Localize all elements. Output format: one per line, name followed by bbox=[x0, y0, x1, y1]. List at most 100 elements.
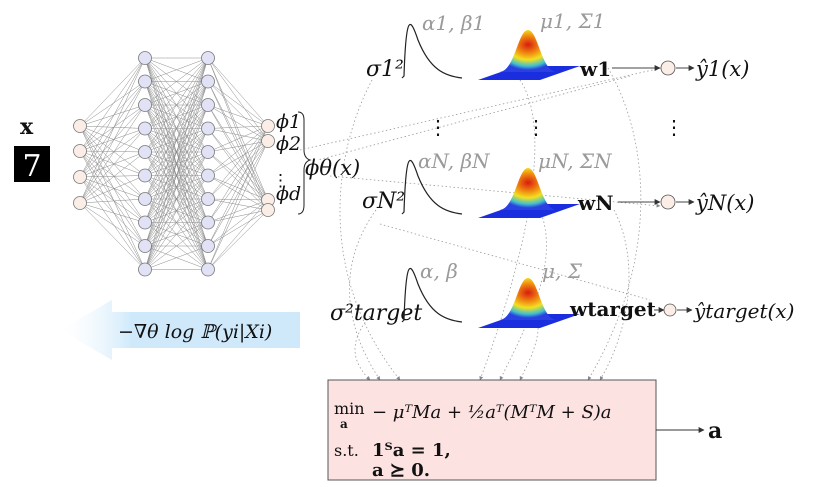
network-edge bbox=[207, 209, 269, 270]
network-edge bbox=[207, 104, 269, 127]
network-edge bbox=[207, 128, 269, 142]
network-edge bbox=[144, 81, 209, 270]
network-edge bbox=[79, 128, 146, 178]
hidden-node bbox=[138, 74, 152, 89]
network-edge bbox=[207, 125, 269, 176]
network-edge bbox=[207, 140, 269, 270]
network-edge bbox=[79, 176, 146, 270]
network-edge bbox=[144, 128, 209, 270]
hidden-node bbox=[201, 51, 215, 65]
feature-node bbox=[261, 119, 275, 133]
network-edge bbox=[79, 81, 146, 127]
network-edge bbox=[79, 176, 146, 247]
hidden-node bbox=[138, 192, 152, 206]
network-edge bbox=[207, 81, 269, 211]
network-edge bbox=[79, 125, 146, 270]
weight-label: wN bbox=[577, 191, 614, 215]
network-edge bbox=[207, 198, 269, 201]
constraint-sum: 1ᵀa = 1, bbox=[372, 440, 451, 461]
network-edge bbox=[207, 128, 269, 211]
hidden-node bbox=[138, 145, 152, 159]
input-digit-image bbox=[14, 146, 50, 182]
subject-to: s.t. bbox=[334, 441, 359, 460]
network-edge bbox=[207, 125, 269, 247]
network-edge bbox=[79, 198, 146, 204]
network-edge bbox=[79, 150, 146, 200]
network-edge bbox=[79, 81, 146, 152]
output-node bbox=[660, 60, 676, 76]
network-edge bbox=[79, 150, 146, 247]
network-edge bbox=[79, 104, 146, 204]
feature-label-d: ϕd bbox=[276, 183, 301, 205]
input-label: x bbox=[20, 114, 34, 140]
posterior-params: μ1, Σ1 bbox=[540, 9, 605, 33]
feature-label-2: ϕ2 bbox=[276, 133, 301, 155]
network-edge bbox=[207, 209, 269, 247]
hidden-node bbox=[138, 121, 152, 136]
network-edge bbox=[79, 175, 146, 204]
network-edge bbox=[79, 57, 146, 152]
hidden-node bbox=[201, 145, 215, 159]
network-edge bbox=[79, 150, 146, 176]
network-edge bbox=[207, 125, 269, 200]
network-edge bbox=[79, 151, 146, 178]
posterior-params: μN, ΣN bbox=[538, 149, 613, 173]
network-edge bbox=[207, 125, 269, 153]
network-edge bbox=[79, 202, 146, 247]
network-edge bbox=[144, 57, 209, 153]
gradient-arrow bbox=[60, 300, 300, 360]
output-node bbox=[660, 194, 676, 210]
sigma-label: σN² bbox=[362, 189, 405, 214]
feature-brace bbox=[297, 111, 312, 215]
ellipsis-sigma: ⋮ bbox=[428, 115, 448, 139]
network-edge bbox=[79, 128, 146, 204]
network-edge bbox=[207, 151, 269, 211]
network-edge bbox=[144, 57, 209, 129]
feature-ellipsis: ⋮ bbox=[272, 171, 289, 191]
input-node bbox=[73, 144, 87, 158]
network-edge bbox=[207, 140, 269, 223]
weight-label: wtarget bbox=[569, 297, 657, 321]
network-edge bbox=[79, 125, 146, 200]
network-edge bbox=[79, 176, 146, 223]
network-edge bbox=[207, 125, 269, 223]
gamma-prior-curve bbox=[401, 267, 463, 323]
network-edge bbox=[207, 104, 269, 201]
network-edge bbox=[207, 140, 269, 247]
network-edge bbox=[79, 175, 146, 178]
feature-label-1: ϕ1 bbox=[276, 111, 301, 133]
network-edge bbox=[207, 199, 269, 270]
sigma-label: σ²target bbox=[330, 301, 422, 326]
network-edge bbox=[144, 57, 209, 200]
task-row-1: σ1² α1, β1 μ1, Σ1 w1 ŷ1(x) bbox=[366, 9, 749, 82]
gradient-label: −∇θ log ℙ(yi|Xi) bbox=[118, 321, 272, 343]
network-edge bbox=[207, 199, 269, 247]
feature-node bbox=[261, 134, 275, 148]
objective-min: min bbox=[334, 399, 365, 418]
constraint-nonneg: a ⪰ 0. bbox=[372, 460, 430, 481]
network-edge bbox=[79, 128, 146, 152]
task-row-n: σN² αN, βN μN, ΣN wN ŷN(x) bbox=[362, 149, 754, 218]
network-edge bbox=[144, 57, 209, 82]
network-edge bbox=[79, 104, 146, 127]
gaussian-surface bbox=[478, 168, 580, 218]
network-edge bbox=[79, 176, 146, 200]
network-edge bbox=[144, 151, 209, 270]
network-edge bbox=[79, 202, 146, 270]
network-edge bbox=[79, 81, 146, 204]
hidden-node bbox=[138, 51, 152, 65]
prior-params: α, β bbox=[420, 259, 458, 283]
network-edge bbox=[79, 125, 146, 153]
network-edge bbox=[79, 125, 146, 176]
feature-node bbox=[261, 203, 275, 217]
network-edge bbox=[207, 175, 269, 211]
network-edge bbox=[79, 151, 146, 204]
task-row-target: σ²target α, β μ, Σ wtarget ŷtarget(x) bbox=[330, 259, 794, 328]
objective-var: a bbox=[340, 417, 348, 431]
hidden-node bbox=[138, 262, 152, 277]
network-edge bbox=[207, 81, 269, 127]
network-edge bbox=[79, 104, 146, 178]
network-edge bbox=[144, 57, 209, 106]
hidden-node bbox=[201, 262, 215, 277]
network-edge bbox=[144, 245, 209, 270]
